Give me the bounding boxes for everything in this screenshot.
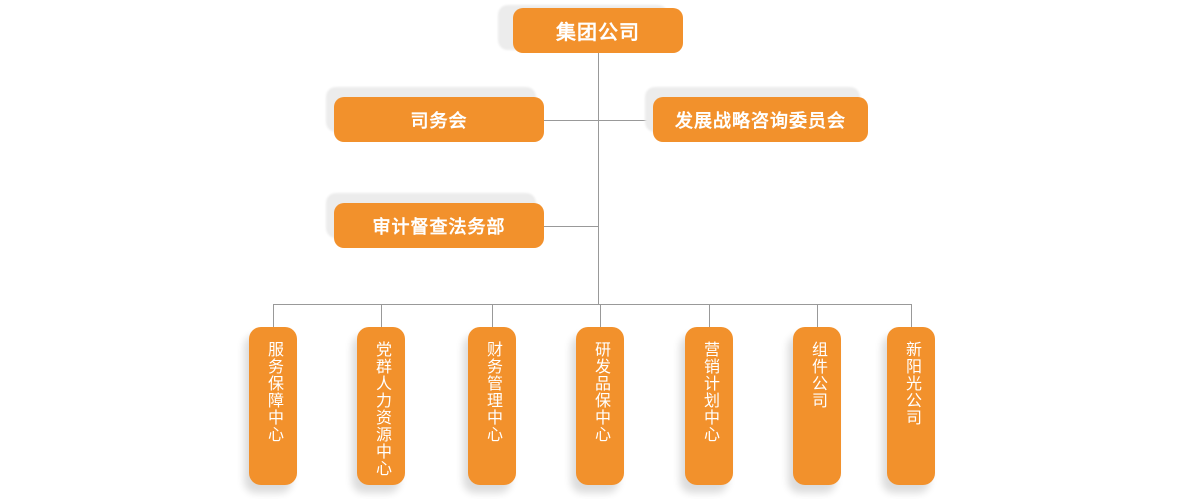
node-dept-marketing-planning: 营销计划中心 xyxy=(685,327,733,485)
connector-drop-1 xyxy=(273,304,274,327)
connector-root-trunk xyxy=(598,53,599,304)
node-component-company-label: 组件公司 xyxy=(809,341,826,409)
node-strategy-advisory-committee-label: 发展战略咨询委员会 xyxy=(675,110,846,131)
connector-distribution xyxy=(273,304,912,305)
node-group-company: 集团公司 xyxy=(513,8,683,53)
node-group-company-label: 集团公司 xyxy=(556,22,640,44)
node-dept-service-support-label: 服务保障中心 xyxy=(265,341,282,443)
connector-drop-7 xyxy=(911,304,912,327)
node-new-sunshine-company: 新阳光公司 xyxy=(887,327,935,485)
node-dept-party-hr-label: 党群人力资源中心 xyxy=(373,341,390,477)
node-dept-finance-label: 财务管理中心 xyxy=(484,341,501,443)
node-company-affairs-council: 司务会 xyxy=(334,97,544,142)
node-dept-marketing-planning-label: 营销计划中心 xyxy=(701,341,718,443)
node-dept-finance: 财务管理中心 xyxy=(468,327,516,485)
connector-drop-6 xyxy=(817,304,818,327)
connector-level3-horizontal xyxy=(544,226,599,227)
connector-drop-3 xyxy=(492,304,493,327)
connector-drop-2 xyxy=(381,304,382,327)
node-dept-rd-qa-label: 研发品保中心 xyxy=(592,341,609,443)
node-company-affairs-council-label: 司务会 xyxy=(410,110,468,131)
connector-level2-horizontal xyxy=(544,120,654,121)
node-audit-legal-dept-label: 审计督查法务部 xyxy=(372,216,506,237)
node-component-company: 组件公司 xyxy=(793,327,841,485)
connector-drop-5 xyxy=(709,304,710,327)
node-dept-party-hr: 党群人力资源中心 xyxy=(357,327,405,485)
node-audit-legal-dept: 审计督查法务部 xyxy=(334,203,544,248)
node-dept-service-support: 服务保障中心 xyxy=(249,327,297,485)
node-strategy-advisory-committee: 发展战略咨询委员会 xyxy=(653,97,868,142)
node-dept-rd-qa: 研发品保中心 xyxy=(576,327,624,485)
node-new-sunshine-company-label: 新阳光公司 xyxy=(903,341,920,426)
connector-drop-4 xyxy=(600,304,601,327)
